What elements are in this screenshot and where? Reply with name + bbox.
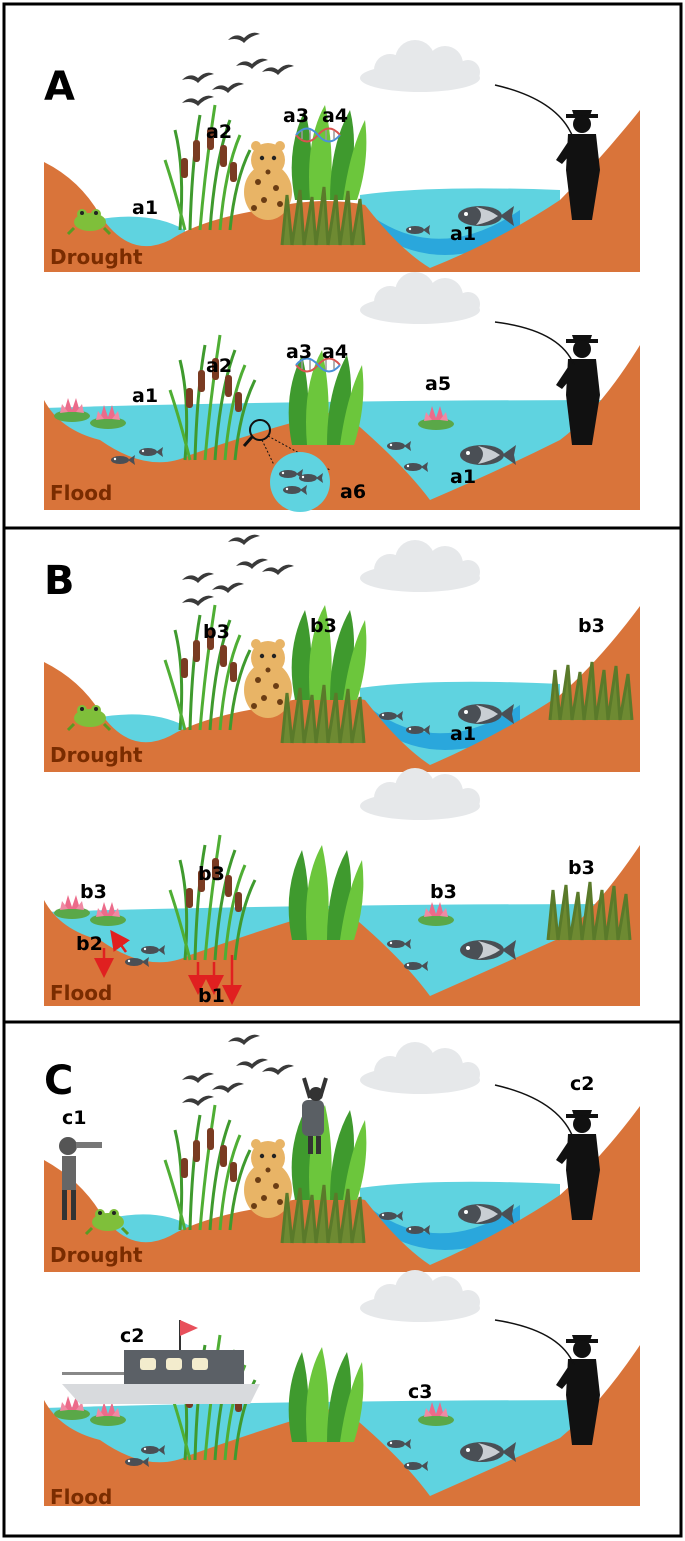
condition-label: Flood (50, 481, 112, 505)
label-a5: a5 (425, 373, 451, 395)
cloud-icon (360, 1042, 480, 1094)
boat-icon (62, 1320, 260, 1404)
label-b3: b3 (578, 615, 605, 637)
panel-c: C (4, 1022, 681, 1536)
label-a2: a2 (206, 121, 232, 143)
label-c2: c2 (120, 1325, 144, 1347)
label-c2: c2 (570, 1073, 594, 1095)
label-b1: b1 (198, 985, 225, 1007)
reeds-icon (165, 1105, 250, 1230)
condition-label: Flood (50, 981, 112, 1005)
label-a1: a1 (132, 385, 158, 407)
label-a2: a2 (206, 355, 232, 377)
condition-label: Drought (50, 1243, 143, 1267)
label-a3: a3 (283, 105, 309, 127)
label-a4: a4 (322, 105, 348, 127)
label-c3: c3 (408, 1381, 432, 1403)
condition-label: Drought (50, 245, 143, 269)
bird-icon (182, 1073, 214, 1083)
label-b3: b3 (430, 881, 457, 903)
cloud-icon (360, 1270, 480, 1322)
bird-icon (236, 1059, 268, 1069)
label-a1: a1 (450, 466, 476, 488)
label-a6: a6 (340, 481, 366, 503)
fishing-rod (495, 1320, 574, 1365)
bird-icon (212, 1083, 244, 1093)
panel-b-letter: B (44, 558, 75, 604)
panel-b: B Drought b3 b3 b3 a1 (4, 528, 681, 1022)
label-a1: a1 (450, 723, 476, 745)
label-b3: b3 (203, 621, 230, 643)
label-c1: c1 (62, 1107, 86, 1129)
panel-a: A Drought a1 a2 a3 (4, 4, 681, 528)
label-b3: b3 (568, 857, 595, 879)
condition-label: Drought (50, 743, 143, 767)
label-b3: b3 (310, 615, 337, 637)
label-a4: a4 (322, 341, 348, 363)
panel-c-flood-scene: Flood c2 c3 (44, 1270, 640, 1509)
panel-c-letter: C (44, 1058, 73, 1104)
bird-icon (228, 1035, 260, 1045)
leaves-icon (289, 1347, 364, 1442)
panel-a-letter: A (44, 64, 75, 110)
label-a1: a1 (450, 223, 476, 245)
label-b3: b3 (80, 881, 107, 903)
bird-icon (262, 1065, 294, 1075)
condition-label: Flood (50, 1485, 112, 1509)
label-a3: a3 (286, 341, 312, 363)
fishing-rod (495, 1085, 574, 1140)
panel-c-drought-scene: Drought c1 c2 (44, 1035, 640, 1272)
label-b3: b3 (198, 863, 225, 885)
label-b2: b2 (76, 933, 103, 955)
label-a1: a1 (132, 197, 158, 219)
bird-icon (182, 1096, 214, 1106)
